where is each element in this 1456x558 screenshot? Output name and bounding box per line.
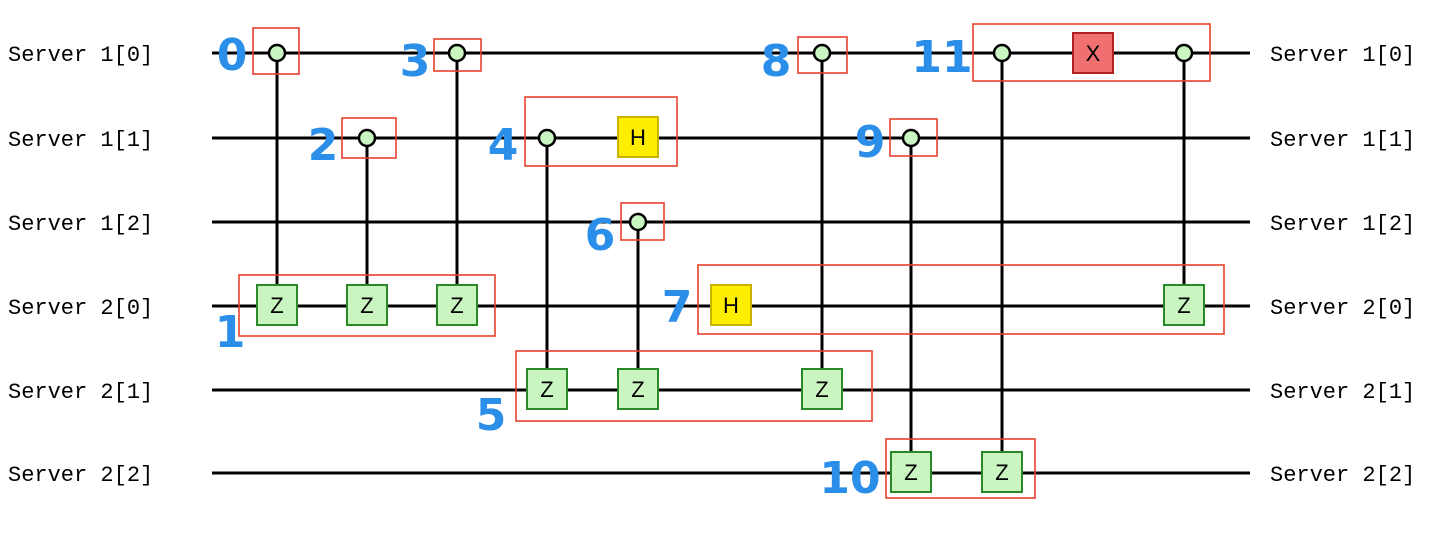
group-box-5	[515, 350, 873, 422]
control-dot	[901, 128, 921, 148]
z-gate: Z	[890, 451, 932, 493]
wire-label-right: Server 2[2]	[1270, 463, 1415, 488]
group-box-0	[252, 27, 300, 75]
z-gate-label: Z	[995, 460, 1008, 485]
wire-label-right: Server 1[0]	[1270, 43, 1415, 68]
h-gates: H H	[617, 116, 752, 326]
control-dot	[357, 128, 377, 148]
group-box-6	[620, 202, 665, 241]
x-gate-label: X	[1086, 41, 1101, 66]
wire-label-left: Server 2[2]	[8, 463, 153, 488]
control-dot	[812, 43, 832, 63]
z-gate: Z	[346, 284, 388, 326]
z-gate: Z	[256, 284, 298, 326]
z-gate-label: Z	[904, 460, 917, 485]
group-number-7: 7	[662, 282, 693, 333]
control-dot	[447, 43, 467, 63]
group-number-1: 1	[215, 307, 246, 358]
group-box-8	[797, 36, 848, 74]
group-box-2	[341, 117, 397, 159]
group-number-9: 9	[855, 117, 886, 168]
group-box-11	[972, 23, 1211, 82]
z-gate: Z	[801, 368, 843, 410]
group-number-11: 11	[911, 32, 972, 83]
z-gate-label: Z	[631, 377, 644, 402]
wire-label-left: Server 2[1]	[8, 380, 153, 405]
wire-label-right: Server 1[1]	[1270, 128, 1415, 153]
h-gate: H	[710, 284, 752, 326]
control-dot	[992, 43, 1012, 63]
group-number-8: 8	[761, 36, 792, 87]
control-dot	[628, 212, 648, 232]
wire-label-left: Server 1[1]	[8, 128, 153, 153]
wire-labels-right: Server 1[0] Server 1[1] Server 1[2] Serv…	[1270, 43, 1415, 488]
h-gate-label: H	[630, 125, 646, 150]
group-number-4: 4	[488, 120, 519, 171]
h-gate: H	[617, 116, 659, 158]
group-number-3: 3	[400, 36, 431, 87]
group-numbers: 0 1 2 3 4 5 6 7 8 9 10 11	[215, 30, 973, 504]
x-gate: X	[1072, 32, 1114, 74]
group-box-9	[889, 118, 938, 157]
control-dot	[1174, 43, 1194, 63]
z-gate: Z	[436, 284, 478, 326]
group-box-1	[238, 274, 496, 337]
wire-label-right: Server 1[2]	[1270, 212, 1415, 237]
group-number-10: 10	[819, 453, 880, 504]
group-number-5: 5	[476, 390, 507, 441]
control-connectors	[275, 53, 1186, 473]
z-gate-label: Z	[540, 377, 553, 402]
group-number-6: 6	[585, 210, 616, 261]
z-gate: Z	[617, 368, 659, 410]
group-box-4	[524, 96, 678, 167]
z-gate-label: Z	[450, 293, 463, 318]
z-gate: Z	[526, 368, 568, 410]
h-gate-label: H	[723, 293, 739, 318]
group-number-0: 0	[217, 30, 248, 81]
group-boxes	[238, 23, 1225, 499]
z-gates: Z Z Z Z Z Z Z Z	[256, 284, 1205, 493]
wire-label-left: Server 1[0]	[8, 43, 153, 68]
z-gate-label: Z	[1177, 293, 1190, 318]
group-box-10	[885, 438, 1036, 499]
group-box-7	[697, 264, 1225, 335]
z-gate-label: Z	[360, 293, 373, 318]
z-gate: Z	[981, 451, 1023, 493]
control-dot	[267, 43, 287, 63]
z-gate-label: Z	[270, 293, 283, 318]
z-gate-label: Z	[815, 377, 828, 402]
wire-label-right: Server 2[0]	[1270, 296, 1415, 321]
z-gate: Z	[1163, 284, 1205, 326]
wire-label-left: Server 2[0]	[8, 296, 153, 321]
group-box-3	[433, 38, 482, 72]
wire-label-left: Server 1[2]	[8, 212, 153, 237]
control-dots	[267, 43, 1194, 232]
wire-labels-left: Server 1[0] Server 1[1] Server 1[2] Serv…	[8, 43, 153, 488]
group-number-2: 2	[308, 120, 339, 171]
wire-label-right: Server 2[1]	[1270, 380, 1415, 405]
control-dot	[537, 128, 557, 148]
